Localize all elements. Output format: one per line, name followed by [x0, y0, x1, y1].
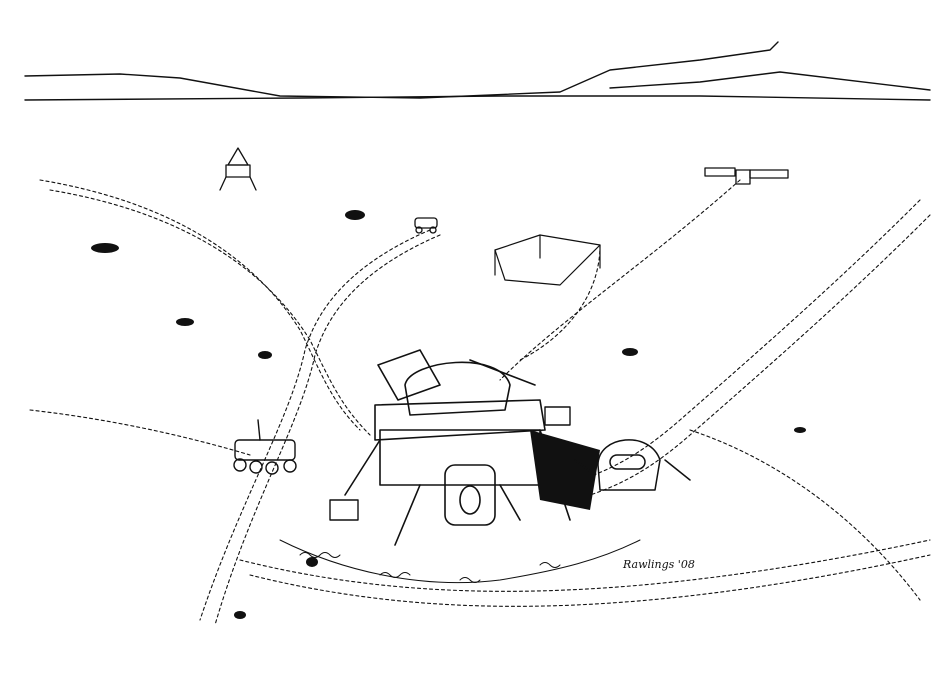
solar-station [704, 167, 789, 185]
rocks [91, 210, 806, 619]
lander-shadow [530, 430, 600, 510]
far-rover [414, 217, 438, 234]
fenced-area [494, 234, 601, 286]
supply-crate [329, 406, 571, 521]
distant-lander [219, 147, 257, 191]
horizon [24, 41, 931, 101]
artist-signature: Rawlings '08 [623, 558, 695, 571]
right-habitat [574, 439, 691, 491]
debris-field [279, 539, 641, 584]
rover-tracks [29, 179, 931, 626]
left-rover [233, 419, 297, 475]
